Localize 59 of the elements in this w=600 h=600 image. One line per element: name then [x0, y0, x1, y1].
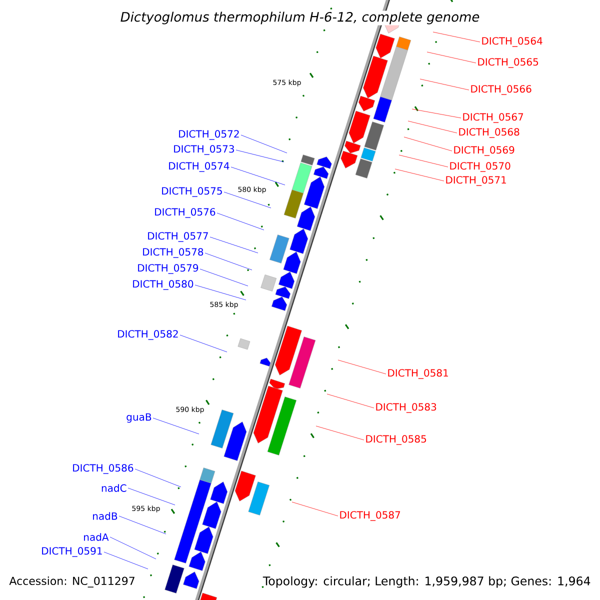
- gene-label: DICTH_0577: [148, 232, 208, 242]
- gene-label: DICTH_0570: [450, 162, 510, 172]
- gene-label: DICTH_0587: [340, 511, 400, 521]
- gene-label: DICTH_0575: [162, 187, 222, 197]
- gene-label: DICTH_0566: [471, 85, 532, 95]
- gene-label: DICTH_0573: [174, 145, 234, 155]
- leader-line: [216, 212, 264, 230]
- leader-line: [210, 236, 258, 254]
- leader-line: [134, 468, 182, 488]
- leader-line: [432, 32, 480, 42]
- leader-line: [292, 502, 338, 516]
- leader-line: [128, 488, 176, 506]
- gene-label: DICTH_0572: [179, 130, 239, 140]
- leader-line: [204, 252, 252, 270]
- leader-line: [316, 426, 364, 440]
- leader-line: [200, 268, 248, 286]
- gene-label: DICTH_0574: [169, 162, 230, 172]
- leader-line: [236, 150, 284, 162]
- gene-label: guaB: [126, 413, 152, 423]
- leader-line: [398, 154, 448, 168]
- gene-label: DICTH_0581: [388, 369, 448, 379]
- leader-line: [180, 334, 228, 352]
- leader-line: [152, 418, 200, 434]
- leader-line: [110, 536, 156, 560]
- leader-line: [118, 516, 166, 534]
- gene-label: DICTH_0579: [138, 264, 198, 274]
- accession-text: Accession: NC_011297: [9, 576, 134, 588]
- leader-line: [426, 52, 476, 64]
- gene-label: DICTH_0565: [478, 58, 538, 68]
- leader-line: [240, 134, 288, 154]
- gene-label: DICTH_0569: [454, 146, 514, 156]
- leader-line: [338, 360, 386, 374]
- title: Dictyoglomus thermophilum H-6-12, complete genome: [119, 10, 481, 26]
- leader-line: [394, 168, 444, 182]
- gene-label: DICTH_0571: [446, 176, 506, 186]
- gene-label: DICTH_0580: [133, 280, 194, 290]
- gene-label: DICTH_0568: [459, 128, 520, 138]
- gene-label: nadC: [102, 484, 126, 492]
- leader-line: [224, 192, 272, 208]
- gene-label: DICTH_0583: [376, 403, 436, 413]
- gene-label: DICTH_0591: [42, 547, 102, 557]
- leader-line: [326, 394, 374, 408]
- leader-line: [404, 136, 452, 152]
- genome-info-text: Topology: circular; Length: 1,959,987 bp; Genes: 1,964: [262, 576, 590, 588]
- gene-label: DICTH_0564: [482, 37, 542, 47]
- leader-line: [408, 120, 458, 134]
- leader-line: [104, 552, 148, 570]
- gene-label: DICTH_0582: [118, 330, 178, 340]
- leader-line: [412, 108, 462, 118]
- gene-label: DICTH_0567: [463, 113, 524, 123]
- gene-label: DICTH_0576: [155, 208, 216, 218]
- gene-label: nadB: [93, 512, 118, 520]
- gene-label: DICTH_0585: [366, 435, 426, 445]
- gene-label: DICTH_0586: [73, 464, 134, 474]
- gene-label: nadA: [84, 533, 109, 541]
- leader-line: [420, 78, 470, 90]
- leader-line: [194, 284, 246, 300]
- gene-label: DICTH_0578: [143, 248, 204, 258]
- leader-line: [230, 166, 286, 186]
